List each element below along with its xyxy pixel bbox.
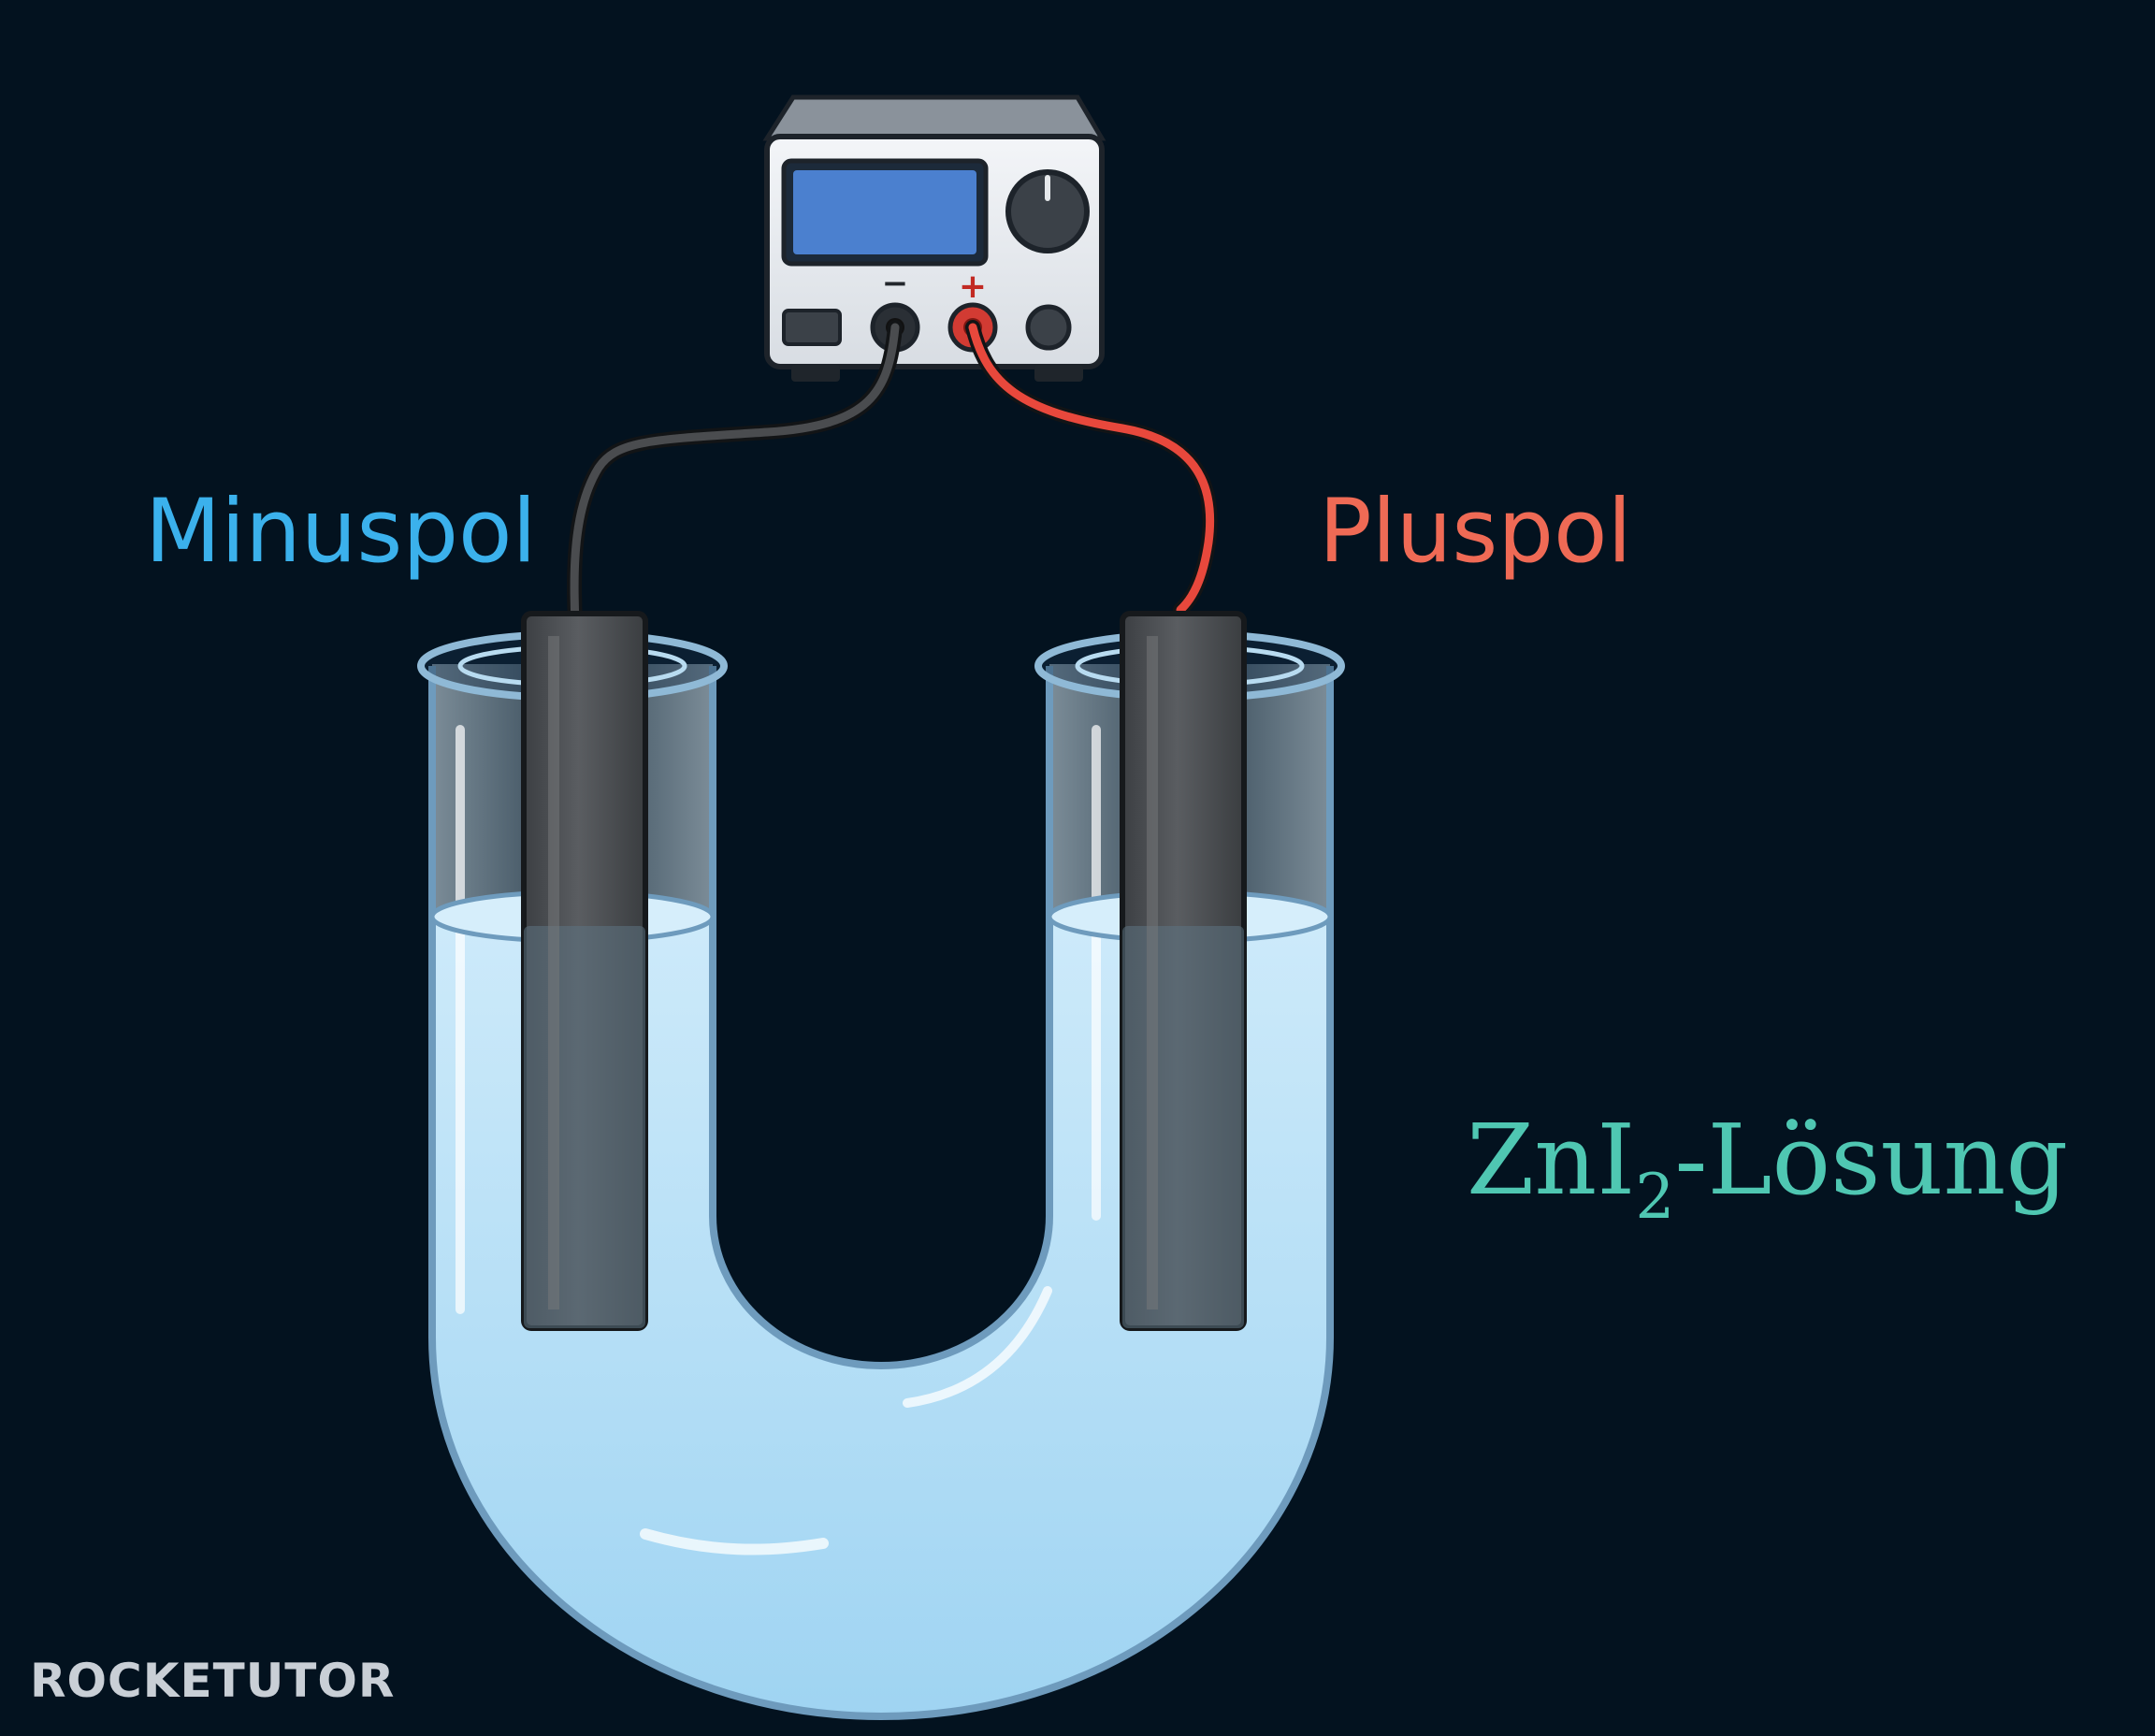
power-supply-display — [793, 170, 976, 254]
solution-label: ZnI2-Lösung — [1467, 1111, 2068, 1228]
solution-label-subscript: 2 — [1635, 1161, 1675, 1233]
wire-plus-outline — [965, 320, 1218, 617]
wire-minus — [570, 323, 900, 627]
solution-label-suffix: -Lösung — [1674, 1103, 2069, 1217]
solution-liquid — [432, 917, 1330, 1716]
electrode-plus — [1120, 611, 1247, 1331]
electrode-minus-sheen — [548, 636, 559, 1309]
tube-highlight-bend — [903, 1286, 1052, 1408]
wire-minus-outline — [567, 320, 903, 629]
electrode-minus-submerged — [524, 926, 645, 1328]
electrode-plus-sheen — [1147, 636, 1158, 1309]
power-supply-knob-icon — [1005, 169, 1090, 253]
minus-pole-label: Minuspol — [145, 481, 537, 583]
tube-outer-wall — [428, 666, 1334, 1720]
tube-highlight-bottom — [640, 1528, 829, 1555]
power-switch-icon — [782, 309, 842, 346]
wire-plus — [968, 323, 1215, 615]
rocketutor-logo: ROCKETUTOR — [30, 1654, 396, 1708]
solution-label-prefix: ZnI — [1467, 1103, 1636, 1217]
plus-pole-label: Pluspol — [1319, 481, 1632, 583]
minus-symbol: − — [882, 265, 909, 302]
power-supply-foot-right — [1034, 365, 1083, 382]
electrode-minus — [521, 611, 648, 1331]
power-supply-foot-left — [791, 365, 840, 382]
power-supply: − + — [762, 94, 1106, 382]
power-supply-top — [762, 94, 1106, 141]
electrode-plus-submerged — [1122, 926, 1244, 1328]
tube-inner-wall — [709, 666, 1053, 1369]
plus-symbol: + — [959, 268, 987, 306]
power-supply-button-icon — [1025, 304, 1072, 351]
